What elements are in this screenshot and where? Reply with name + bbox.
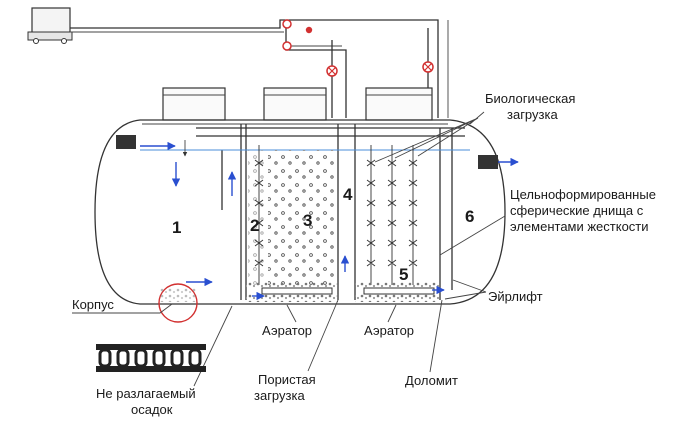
- inlet-pipe: [116, 135, 136, 149]
- aerators: [246, 282, 440, 302]
- chamber-number-6: 6: [465, 207, 474, 226]
- porous-load: [268, 150, 334, 286]
- outlet-pipe: [478, 155, 498, 169]
- flow-arrows: [140, 140, 519, 301]
- chamber-number-2: 2: [250, 216, 259, 235]
- valves: [282, 19, 434, 77]
- bio-load-strings: [254, 145, 418, 285]
- label-aerator-2: Аэратор: [364, 323, 414, 338]
- air-pipes: [70, 19, 449, 118]
- service-hatches: [162, 87, 433, 121]
- label-airlift: Эйрлифт: [488, 289, 543, 304]
- label-aerator-1: Аэратор: [262, 323, 312, 338]
- blower-unit: [27, 7, 73, 44]
- partitions: [196, 124, 465, 300]
- label-bio-load-1: Биологическая: [485, 91, 575, 106]
- label-spheric-2: сферические днища с: [510, 203, 644, 218]
- leader-lines: [72, 111, 506, 387]
- label-porous-1: Пористая: [258, 372, 316, 387]
- chamber-number-1: 1: [172, 218, 181, 237]
- porous-load-right: [248, 150, 266, 286]
- label-dolomite: Доломит: [405, 373, 458, 388]
- label-korpus: Корпус: [72, 297, 114, 312]
- sludge-zoom-circle: [158, 283, 198, 323]
- chamber-number-3: 3: [303, 211, 312, 230]
- label-bio-load-2: загрузка: [507, 107, 558, 122]
- label-sludge-2: осадок: [131, 402, 173, 417]
- label-spheric-3: элементами жесткости: [510, 219, 649, 234]
- label-sludge-1: Не разлагаемый: [96, 386, 196, 401]
- label-spheric-1: Цельноформированные: [510, 187, 656, 202]
- corrugated-wall-section: [96, 344, 206, 372]
- chamber-number-4: 4: [343, 185, 353, 204]
- label-porous-2: загрузка: [254, 388, 305, 403]
- chamber-number-5: 5: [399, 265, 408, 284]
